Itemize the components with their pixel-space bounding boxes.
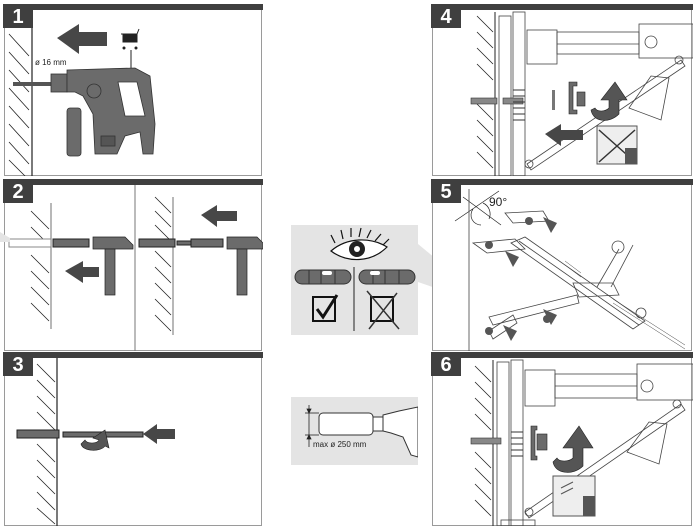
step-6-panel: 6 [431, 352, 693, 526]
step-header-bar [3, 179, 263, 185]
step-header-bar [431, 179, 693, 185]
spirit-level-bad-icon [358, 269, 416, 285]
drill-diameter-label: ø 16 mm [35, 58, 67, 67]
step-number: 2 [3, 179, 33, 203]
step-header-bar [3, 352, 263, 358]
step-3-panel: 3 [3, 352, 263, 526]
drill-bit-icon [13, 82, 63, 86]
step-1-panel: 1 ø 16 mm [3, 4, 263, 176]
core-drill-icon [382, 406, 419, 458]
hammer-drill-icon [50, 67, 156, 157]
rack-icon [564, 260, 686, 350]
core-bit-callout: max ø 250 mm [291, 397, 419, 465]
anchor-icon [138, 238, 176, 248]
hole-icon [8, 238, 52, 248]
dimension-arrow-icon [305, 405, 319, 447]
wall-icon [154, 196, 174, 335]
max-diameter-label: max ø 250 mm [313, 440, 367, 449]
step-number: 5 [431, 179, 461, 203]
setting-tool-icon [190, 238, 224, 248]
spirit-level-ok-icon [294, 269, 352, 285]
step-number: 6 [431, 352, 461, 376]
push-arrow-icon [143, 424, 175, 444]
push-arrow-icon [545, 124, 583, 146]
nut-washer-icon [568, 81, 586, 115]
step-3-illustration [16, 358, 175, 526]
rotate-arrow-icon [590, 81, 628, 121]
step-header-bar [431, 352, 693, 358]
checkbox-checked-icon [312, 294, 339, 322]
drill-stand-icon [496, 359, 693, 526]
eye-icon [330, 227, 390, 261]
step-1-illustration [8, 24, 156, 176]
anchor-bolt-icon [470, 437, 502, 445]
angle-label: 90° [489, 195, 508, 209]
step-header-bar [3, 4, 263, 10]
shopping-cart-icon [121, 28, 140, 72]
drill-stand-icon [498, 11, 693, 176]
level-check-illustration [294, 227, 416, 331]
callout-connector [0, 232, 10, 242]
push-arrow-icon [65, 261, 99, 283]
wall-icon [8, 28, 33, 176]
step-2-illustration [8, 185, 263, 351]
step-number: 3 [3, 352, 33, 376]
core-bit-icon [318, 412, 374, 436]
drill-stand-icon [468, 189, 647, 351]
wall-icon [30, 203, 52, 329]
step-5-illustration [454, 189, 686, 351]
washer-icon [552, 90, 555, 110]
nut-washer-icon [530, 425, 548, 461]
anchor-bolt-icon [470, 97, 524, 105]
step-6-illustration [470, 359, 693, 526]
setting-tool-icon [176, 240, 192, 246]
toothed-plate-icon [513, 89, 525, 121]
step-number: 4 [431, 4, 461, 28]
step-4-illustration [470, 11, 693, 176]
rotate-arrow-icon [552, 425, 594, 473]
step-number: 1 [3, 4, 33, 28]
core-bit-illustration [305, 405, 419, 458]
hand-tighten-icon [552, 475, 596, 517]
anchor-icon [52, 238, 90, 248]
step-header-bar [431, 4, 693, 10]
push-arrow-icon [201, 205, 237, 227]
wall-icon [476, 12, 496, 176]
drill-arrow-icon [57, 24, 107, 54]
no-hand-tighten-icon [596, 125, 638, 165]
step-4-panel: 4 [431, 4, 693, 176]
anchor-icon [16, 429, 60, 439]
wall-icon [36, 358, 58, 526]
step-5-panel: 5 [431, 179, 693, 351]
checkbox-crossed-icon [366, 290, 400, 330]
rotate-arrow-icon [80, 429, 110, 451]
level-check-callout [291, 225, 418, 335]
toothed-plate-icon [511, 431, 523, 457]
step-2-panel: 2 [3, 179, 263, 351]
hammer-icon [92, 236, 134, 296]
adjust-screws-icon [485, 217, 557, 341]
hammer-icon [226, 236, 263, 296]
